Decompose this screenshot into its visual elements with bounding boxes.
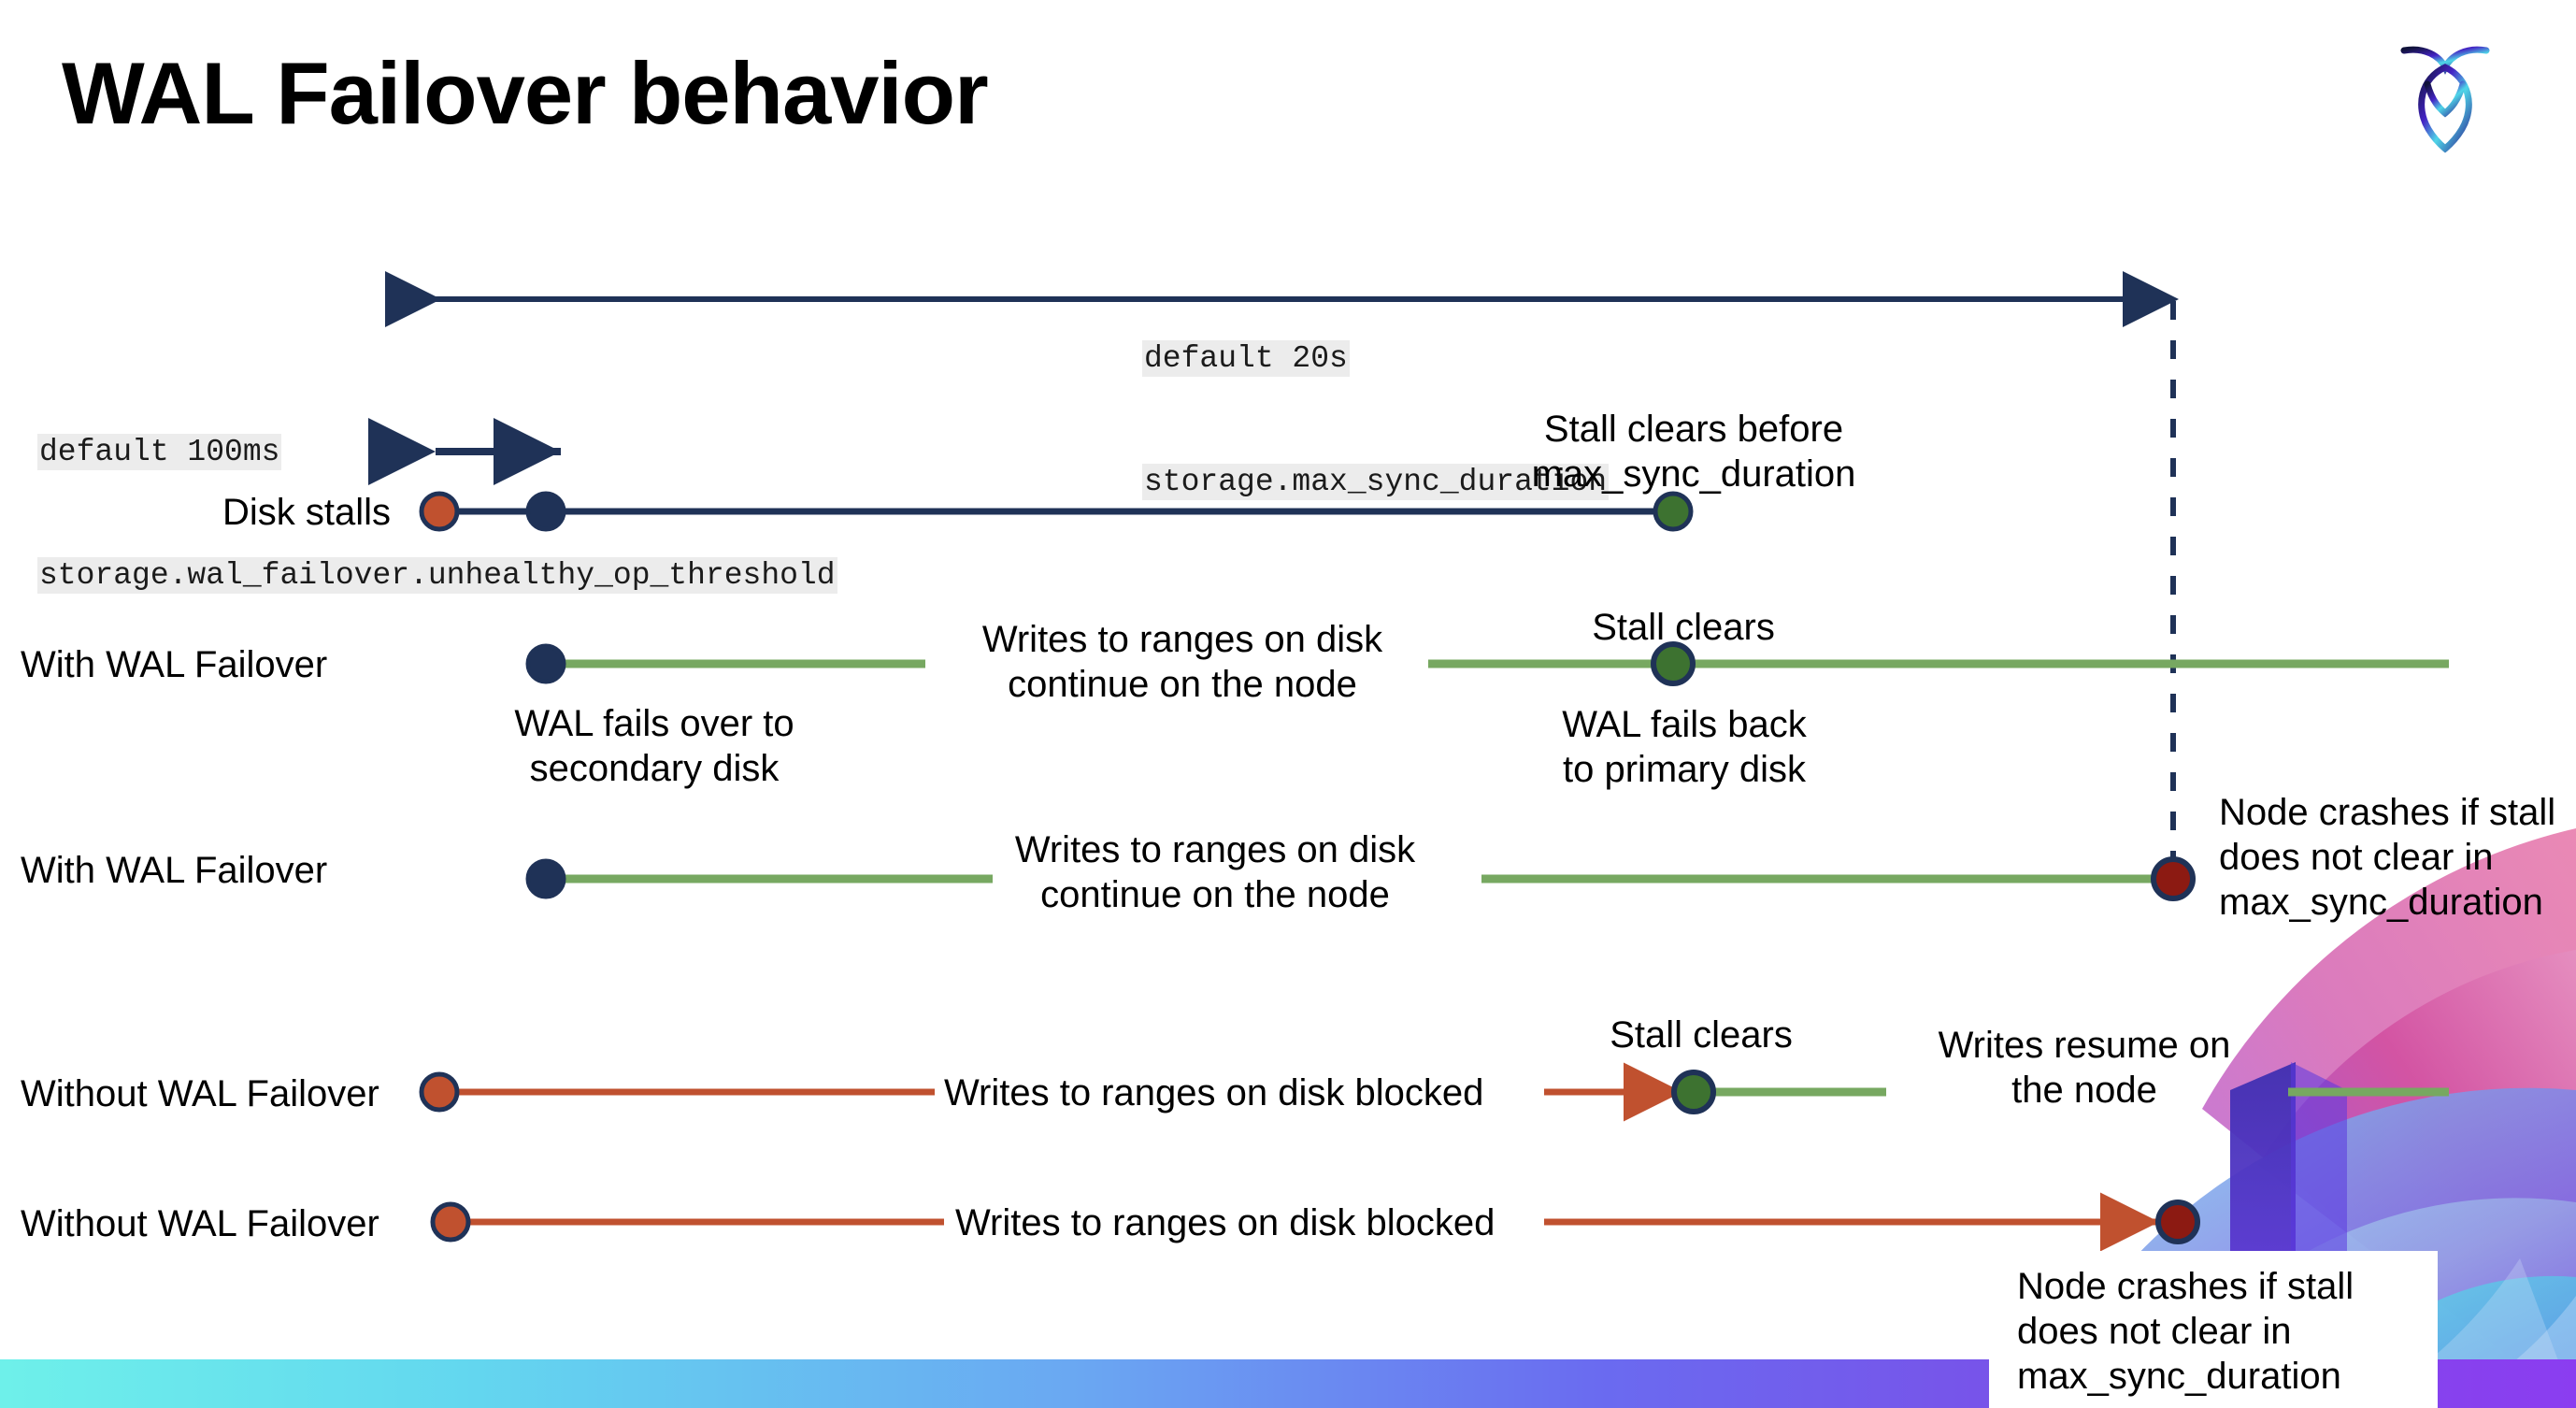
note-writes-blocked-2: Writes to ranges on disk blocked	[955, 1202, 1496, 1243]
annotation-max-sync-default: default 20s	[1142, 340, 1350, 377]
row-label-disk-stalls: Disk stalls	[222, 492, 392, 533]
note-wal-fails-over: WAL fails over to secondary disk	[514, 703, 794, 789]
note-stall-clears-before-max-sync: Stall clears before max_sync_duration	[1531, 409, 1856, 495]
page-title: WAL Failover behavior	[62, 44, 989, 142]
note-stall-clears-1: Stall clears	[1592, 607, 1775, 648]
row-label-with-wal-failover-1: With WAL Failover	[21, 644, 328, 685]
note-node-crashes-1: Node crashes if stall does not clear in …	[2219, 792, 2556, 923]
row-label-without-wal-failover-1: Without WAL Failover	[21, 1073, 379, 1114]
note-node-crashes-2: Node crashes if stall does not clear in …	[2017, 1266, 2354, 1397]
note-stall-clears-2: Stall clears	[1610, 1014, 1793, 1056]
row-label-without-wal-failover-2: Without WAL Failover	[21, 1203, 379, 1244]
cockroachdb-logo-icon	[2400, 46, 2490, 153]
note-writes-continue-1: Writes to ranges on disk continue on the…	[981, 619, 1383, 705]
annotation-max-sync-duration: default 20s storage.max_sync_duration	[1142, 256, 1610, 585]
annotation-unhealthy-op-threshold: default 100ms storage.wal_failover.unhea…	[37, 350, 837, 679]
note-writes-continue-2: Writes to ranges on disk continue on the…	[1014, 829, 1416, 915]
annotation-unhealthy-setting: storage.wal_failover.unhealthy_op_thresh…	[37, 557, 837, 594]
crash-callout-box	[1989, 1251, 2438, 1408]
annotation-max-sync-setting: storage.max_sync_duration	[1142, 464, 1610, 500]
annotation-unhealthy-default: default 100ms	[37, 434, 282, 470]
note-writes-resume: Writes resume on the node	[1938, 1025, 2231, 1111]
note-writes-blocked-1: Writes to ranges on disk blocked	[944, 1072, 1484, 1113]
note-wal-fails-back: WAL fails back to primary disk	[1562, 704, 1807, 790]
row-label-with-wal-failover-2: With WAL Failover	[21, 850, 328, 891]
